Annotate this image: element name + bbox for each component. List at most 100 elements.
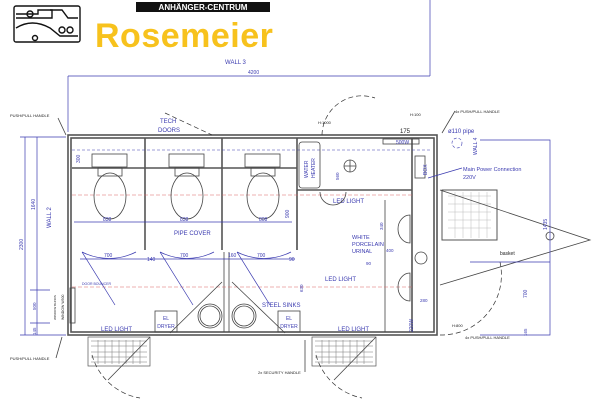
light-fixture xyxy=(319,191,347,206)
urinal-label: URINAL xyxy=(352,249,372,255)
steel-sinks xyxy=(169,281,286,334)
step-grating xyxy=(91,340,373,364)
el-dryer-label: EL xyxy=(286,316,292,322)
dim-400: 400 xyxy=(386,248,394,253)
dim-90: 90 xyxy=(289,257,295,263)
el-dryer-label: DRYER xyxy=(280,324,298,330)
dim-900: 900 xyxy=(285,209,291,218)
right-dimension-line xyxy=(470,139,551,336)
dim-90: 90 xyxy=(366,261,372,266)
width-dimension-line xyxy=(67,0,431,132)
wall-3-label: WALL 3 xyxy=(225,60,247,66)
water-heater-label: HEATER xyxy=(311,158,317,178)
door-swing xyxy=(439,261,502,336)
dim-838: 838 xyxy=(103,217,112,223)
tech-door-swing xyxy=(164,112,213,136)
entry-steps xyxy=(87,336,377,367)
dim-145: 145 xyxy=(32,327,37,335)
dim-160: 160 xyxy=(228,253,237,259)
led-light-label: LED LIGHT xyxy=(325,277,356,283)
dim-1435: 1435 xyxy=(543,219,549,230)
heater-power-label: 500W xyxy=(396,140,409,146)
dim-630: 630 xyxy=(299,284,304,292)
wall-4-label: WALL 4 xyxy=(473,137,479,155)
led-light-label: LED LIGHT xyxy=(333,199,364,205)
main-power-label: Main Power Connection xyxy=(463,167,521,173)
door-bouncer-label: DOOR BOUNCER xyxy=(82,282,111,286)
el-dryer-label: DRYER xyxy=(157,324,175,330)
dim-700: 700 xyxy=(523,289,529,298)
drawbar xyxy=(439,189,592,286)
push-pull-handle-label: 4x PUSH/PULL HANDLE xyxy=(455,109,500,114)
logo-brand: Rosemeier xyxy=(95,17,273,55)
water-heater xyxy=(298,141,321,189)
width-dimension: 4200 xyxy=(248,70,259,76)
security-handle-label: 2x SECURITY HANDLE xyxy=(258,370,301,375)
dim-280: 280 xyxy=(420,298,428,303)
basket xyxy=(441,189,498,241)
entry-door xyxy=(333,336,377,381)
dim-808: 808 xyxy=(259,217,268,223)
leader-line xyxy=(427,167,463,179)
push-pull-handle-label: 4x PUSH/PULL HANDLE xyxy=(465,335,510,340)
left-dimension-lines xyxy=(20,136,66,336)
basket-label: basket xyxy=(500,251,515,257)
heater-panel xyxy=(382,138,420,145)
dim-500: 500 xyxy=(32,302,37,310)
leader-line xyxy=(441,110,456,134)
tech-doors-label: TECH xyxy=(160,119,176,125)
urinal-label: WHITE xyxy=(352,235,370,241)
door-swing xyxy=(91,354,141,399)
box-label: BOX xyxy=(423,164,429,175)
dim-300: 300 xyxy=(76,154,82,163)
trailer-icon xyxy=(13,5,81,43)
window xyxy=(69,287,76,324)
urinal-label: PORCELAIN xyxy=(352,242,384,248)
push-pull-handle-label: PUSH/PULL HANDLE xyxy=(10,356,50,361)
led-light-label: LED LIGHT xyxy=(338,327,369,333)
h800-label: H:800 xyxy=(452,323,463,328)
wall-2-label: WALL 2 xyxy=(47,206,53,228)
push-pull-handle-label: PUSH/PULL HANDLE xyxy=(10,113,50,118)
pipe-label: ø110 pipe xyxy=(448,129,475,135)
dim-175: 175 xyxy=(400,129,411,135)
floor-drain xyxy=(414,251,428,265)
led-light-label: LED LIGHT xyxy=(101,327,132,333)
pipe-cover-label: PIPE COVER xyxy=(174,231,211,237)
steel-sinks-label: STEEL SINKS xyxy=(262,303,300,309)
urinals xyxy=(397,214,411,302)
pipe-outlet xyxy=(451,137,463,149)
logo: ANHÄNGER-CENTRUM Rosemeier xyxy=(13,2,273,55)
window-blinds-label: WINDOW BLINDS xyxy=(53,295,57,320)
dim-340: 340 xyxy=(379,222,384,230)
water-heater-label: WATER xyxy=(304,160,310,178)
main-power-voltage: 220V xyxy=(463,175,476,181)
entry-door xyxy=(107,336,151,381)
dim-560: 560 xyxy=(335,172,340,180)
door-swing xyxy=(321,95,376,136)
el-dryer xyxy=(277,310,301,333)
dim-1640: 1640 xyxy=(31,199,37,210)
tagline-bar xyxy=(136,2,270,12)
logo-tagline: ANHÄNGER-CENTRUM xyxy=(159,3,248,12)
dim-700: 700 xyxy=(104,253,113,259)
window-label: WINDOW W500 xyxy=(61,294,65,320)
dim-165: 165 xyxy=(523,328,528,336)
h1000-label: H:1000 xyxy=(318,120,332,125)
cubicle-doors xyxy=(80,251,295,306)
door-swing xyxy=(315,354,363,399)
toilets xyxy=(91,153,281,220)
dim-2300: 2300 xyxy=(19,239,25,250)
dim-838: 838 xyxy=(180,217,189,223)
tech-doors-label: DOORS xyxy=(158,128,180,134)
dryer-power-label: 220W xyxy=(409,319,415,332)
walls xyxy=(67,134,438,336)
leader-line xyxy=(55,336,63,359)
el-dryer-label: EL xyxy=(163,316,169,322)
el-dryer xyxy=(154,310,178,333)
h100-label: H:100 xyxy=(410,112,421,117)
dim-140: 140 xyxy=(147,257,156,263)
leader-line xyxy=(57,117,67,136)
dim-700: 700 xyxy=(180,253,189,259)
dim-700: 700 xyxy=(257,253,266,259)
